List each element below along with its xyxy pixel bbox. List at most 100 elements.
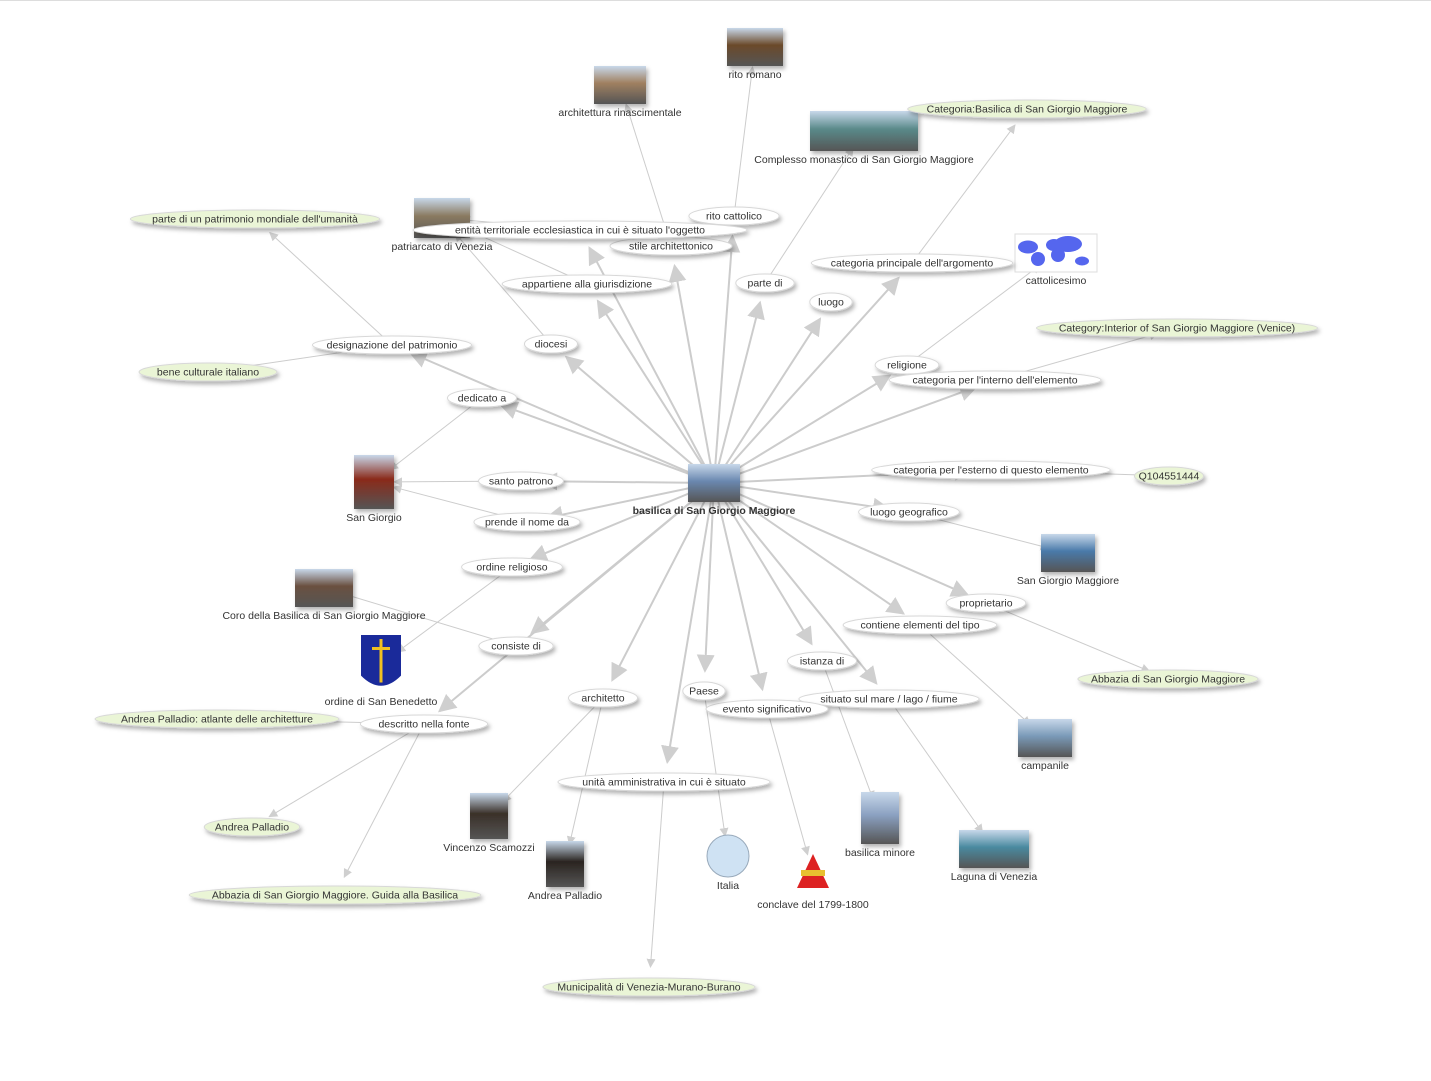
property-label: rito cattolico [706,211,762,223]
property-ellipse [311,335,473,355]
edge-p_mare-e_lag [888,698,984,834]
literal-label: Abbazia di San Giorgio Maggiore. Guida a… [212,890,458,902]
portrait-icon [470,793,508,839]
entity-node-complesso-monastico-di-san-giorgio-maggiore[interactable]: Complesso monastico di San Giorgio Maggi… [754,111,974,166]
property-label: Paese [689,686,719,698]
property-node-dedicato-a[interactable]: dedicato a [447,388,517,408]
literal-label: Andrea Palladio: atlante delle architett… [121,714,313,726]
property-node-architetto[interactable]: architetto [568,688,638,708]
literal-node-andrea-palladio[interactable]: Andrea Palladio [203,817,301,837]
property-node-appartiene-alla-giurisdizione[interactable]: appartiene alla giurisdizione [501,274,673,294]
entity-node-san-giorgio[interactable]: San Giorgio [346,455,402,524]
entity-node-cattolicesimo[interactable]: cattolicesimo [1014,233,1098,287]
literal-node-andrea-palladio-atlante-delle-architetture[interactable]: Andrea Palladio: atlante delle architett… [94,709,340,729]
literal-node-parte-di-un-patrimonio-mondiale-dell-umanita[interactable]: parte di un patrimonio mondiale dell'uma… [129,209,381,229]
literal-node-abbazia-di-san-giorgio-maggiore-guida-alla-basilica[interactable]: Abbazia di San Giorgio Maggiore. Guida a… [188,885,482,905]
literal-label: Andrea Palladio [215,822,289,834]
property-label: istanza di [800,656,844,668]
entity-node-vincenzo-scamozzi[interactable]: Vincenzo Scamozzi [443,793,535,854]
satellite-photo-icon [959,830,1029,868]
literal-node-category-interior-of-san-giorgio-maggiore-venice[interactable]: Category:Interior of San Giorgio Maggior… [1036,318,1318,338]
property-node-parte-di[interactable]: parte di [735,273,795,293]
entity-node-coro-della-basilica-di-san-giorgio-maggiore[interactable]: Coro della Basilica di San Giorgio Maggi… [222,569,426,622]
property-node-istanza-di[interactable]: istanza di [787,651,857,671]
literal-label: Municipalità di Venezia-Murano-Burano [557,982,740,994]
literal-node-bene-culturale-italiano[interactable]: bene culturale italiano [138,362,278,382]
entity-node-rito-romano[interactable]: rito romano [727,28,783,81]
property-ellipse [473,512,581,532]
property-label: luogo [818,297,844,309]
entity-label: basilica di San Giorgio Maggiore [633,505,796,517]
property-node-luogo-geografico[interactable]: luogo geografico [858,502,960,522]
property-ellipse [735,273,795,293]
property-node-consiste-di[interactable]: consiste di [478,636,554,656]
entity-label: Complesso monastico di San Giorgio Maggi… [754,154,974,166]
property-node-categoria-per-l-interno-dell-elemento[interactable]: categoria per l'interno dell'elemento [888,370,1102,390]
property-node-paese[interactable]: Paese [682,681,726,701]
property-ellipse [523,334,579,354]
literal-label: Q104551444 [1139,471,1200,483]
literal-node-abbazia-di-san-giorgio-maggiore[interactable]: Abbazia di San Giorgio Maggiore [1077,669,1259,689]
property-node-contiene-elementi-del-tipo[interactable]: contiene elementi del tipo [842,615,998,635]
property-node-entita-territoriale-ecclesiastica-in-cui-e-situato-l-oggetto[interactable]: entità territoriale ecclesiastica in cui… [412,220,748,240]
literal-ellipse [94,709,340,729]
entity-node-campanile[interactable]: campanile [1018,719,1072,772]
entity-node-andrea-palladio[interactable]: Andrea Palladio [528,841,602,902]
property-node-situato-sul-mare-lago-fiume[interactable]: situato sul mare / lago / fiume [798,689,980,709]
property-node-rito-cattolico[interactable]: rito cattolico [688,206,780,226]
property-label: descritto nella fonte [378,719,469,731]
entity-node-ordine-di-san-benedetto[interactable]: ordine di San Benedetto [325,635,438,708]
property-node-categoria-per-l-esterno-di-questo-elemento[interactable]: categoria per l'esterno di questo elemen… [871,460,1111,480]
property-node-diocesi[interactable]: diocesi [523,334,579,354]
edge-p_paese-e_ita [703,690,729,838]
entity-node-laguna-di-venezia[interactable]: Laguna di Venezia [951,830,1038,883]
church-photo-icon [861,792,899,844]
property-label: stile architettonico [629,241,713,253]
edge-p_arch-e_pall [566,697,604,846]
entity-node-san-giorgio-maggiore[interactable]: San Giorgio Maggiore [1017,534,1119,587]
literal-label: bene culturale italiano [157,367,259,379]
property-node-evento-significativo[interactable]: evento significativo [705,699,829,719]
property-node-stile-architettonico[interactable]: stile architettonico [609,236,733,256]
property-ellipse [461,557,563,577]
property-label: appartiene alla giurisdizione [522,279,652,291]
property-label: evento significativo [723,704,812,716]
continent-shape [1031,252,1045,266]
edge-p_arch-e_scam [502,697,604,803]
entity-label: architettura rinascimentale [558,107,681,119]
property-label: designazione del patrimonio [327,340,458,352]
continent-shape [1018,240,1038,254]
property-node-unita-amministrativa-in-cui-e-situato[interactable]: unità amministrativa in cui è situato [557,772,771,792]
property-node-religione[interactable]: religione [874,355,940,375]
edge-center-p_desig [408,350,715,484]
property-label: santo patrono [489,476,553,488]
property-node-categoria-principale-dell-argomento[interactable]: categoria principale dell'argomento [810,253,1014,273]
continent-shape [1051,248,1065,262]
entity-label: campanile [1021,760,1069,772]
literal-node-categoria-basilica-di-san-giorgio-maggiore[interactable]: Categoria:Basilica di San Giorgio Maggio… [907,99,1147,119]
property-node-proprietario[interactable]: proprietario [945,593,1027,613]
property-node-luogo[interactable]: luogo [809,292,853,312]
property-ellipse [798,689,980,709]
edge-center-p_stile [668,263,715,484]
property-node-ordine-religioso[interactable]: ordine religioso [461,557,563,577]
edge-center-p_ist [713,482,813,646]
literal-node-q104551444[interactable]: Q104551444 [1134,466,1204,486]
property-node-designazione-del-patrimonio[interactable]: designazione del patrimonio [311,335,473,355]
literal-node-municipalita-di-venezia-murano-burano[interactable]: Municipalità di Venezia-Murano-Burano [542,977,756,997]
property-ellipse [568,688,638,708]
entity-node-basilica-minore[interactable]: basilica minore [845,792,915,859]
literal-ellipse [203,817,301,837]
property-label: luogo geografico [870,507,948,519]
property-ellipse [359,714,489,734]
entity-node-basilica-di-san-giorgio-maggiore[interactable]: basilica di San Giorgio Maggiore [633,464,796,517]
edge-p_parte-e_compl [764,147,854,284]
property-node-descritto-nella-fonte[interactable]: descritto nella fonte [359,714,489,734]
entity-node-conclave-del-1799-1800[interactable]: conclave del 1799-1800 [757,854,869,911]
entity-node-architettura-rinascimentale[interactable]: architettura rinascimentale [558,66,682,119]
property-node-prende-il-nome-da[interactable]: prende il nome da [473,512,581,532]
property-ellipse [501,274,673,294]
entity-node-italia[interactable]: Italia [706,834,750,892]
entity-label: ordine di San Benedetto [325,696,438,708]
property-node-santo-patrono[interactable]: santo patrono [478,471,564,491]
